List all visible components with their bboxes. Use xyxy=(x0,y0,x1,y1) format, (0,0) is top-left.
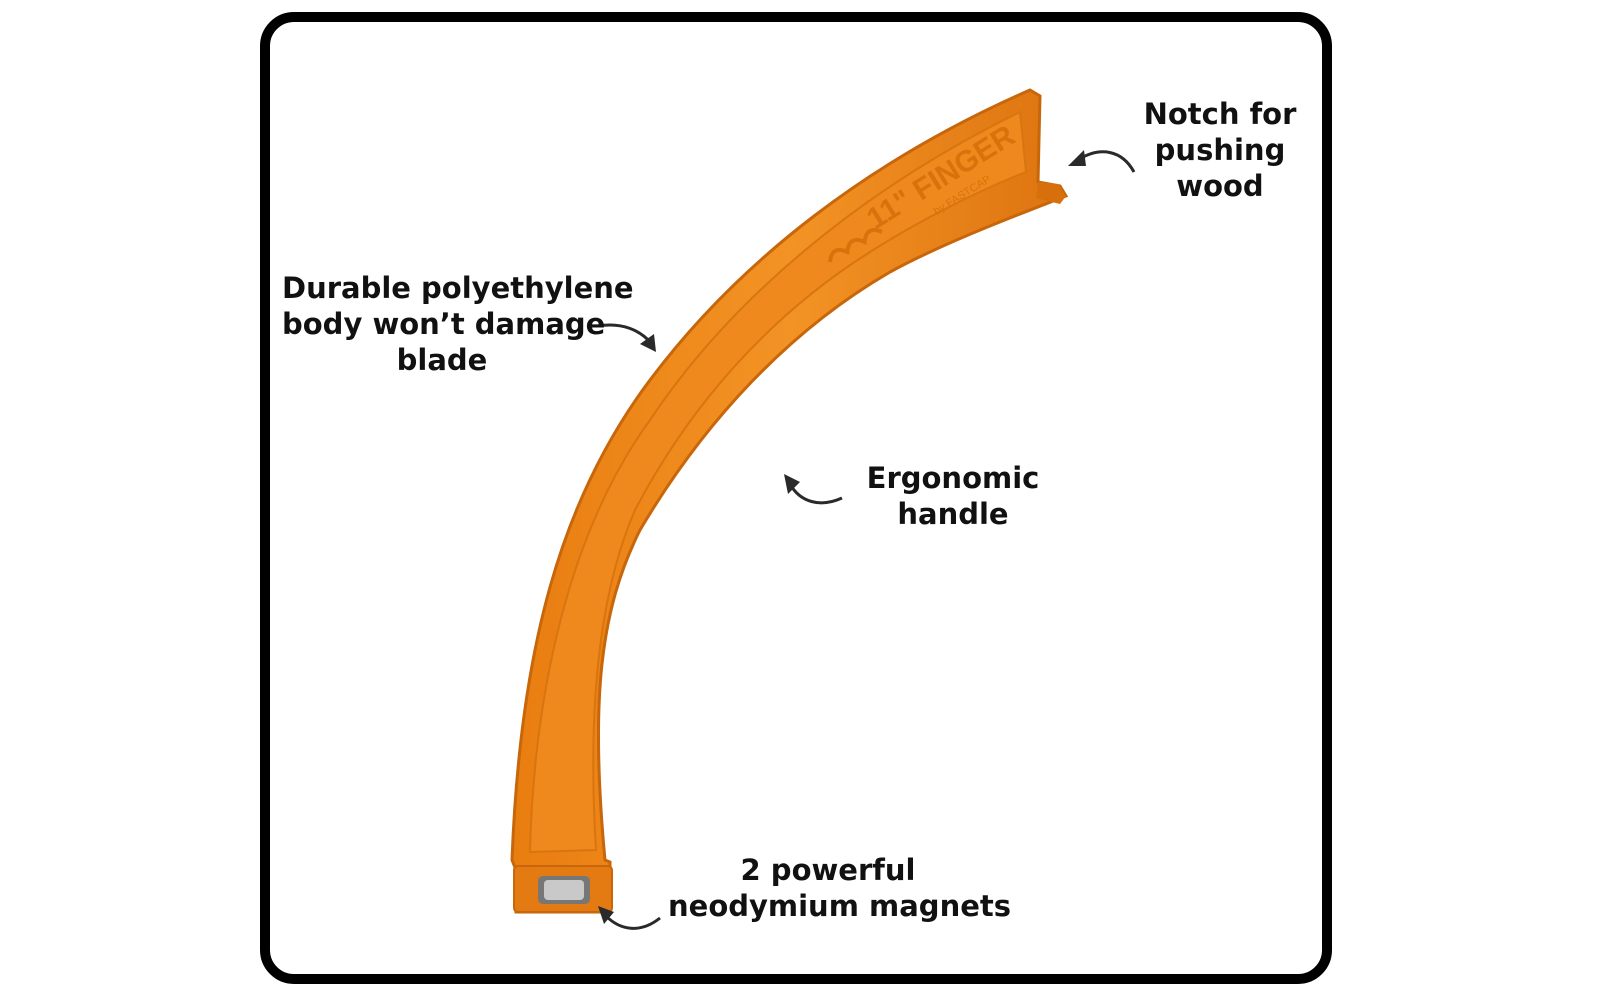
arrowhead-handle xyxy=(784,474,800,494)
callout-body-line-3: blade xyxy=(396,343,488,377)
arrow-magnets xyxy=(604,914,661,930)
callout-notch-line-2: pushing xyxy=(1154,133,1286,167)
outer-frame xyxy=(260,12,1332,984)
arrowhead-body xyxy=(640,334,656,352)
arrowheads xyxy=(598,150,1086,924)
callout-handle-line-2: handle xyxy=(897,497,1009,531)
callout-body-line-2: body won’t damage xyxy=(282,307,606,341)
callout-magnets: 2 powerful neodymium magnets xyxy=(668,852,1012,924)
callout-notch-line-3: wood xyxy=(1176,169,1264,203)
inner-channel xyxy=(528,110,1028,854)
callout-handle-line-1: Ergonomic xyxy=(866,461,1040,495)
hand-emboss-icon xyxy=(828,227,883,263)
callout-handle: Ergonomic handle xyxy=(858,460,1048,532)
callout-magnets-line-2: neodymium magnets xyxy=(668,889,1012,923)
arrow-handle xyxy=(788,483,843,505)
magnet-shine xyxy=(544,880,584,900)
callout-notch-line-1: Notch for xyxy=(1143,97,1297,131)
callout-body: Durable polyethylene body won’t damage b… xyxy=(282,270,634,378)
arrowhead-notch xyxy=(1068,150,1086,166)
notch xyxy=(1036,182,1066,204)
arrowhead-magnets xyxy=(598,906,614,924)
callout-notch: Notch for pushing wood xyxy=(1120,96,1320,204)
arrow-body xyxy=(597,323,654,345)
callout-magnets-line-1: 2 powerful xyxy=(740,853,916,887)
callout-body-line-1: Durable polyethylene xyxy=(282,271,634,305)
